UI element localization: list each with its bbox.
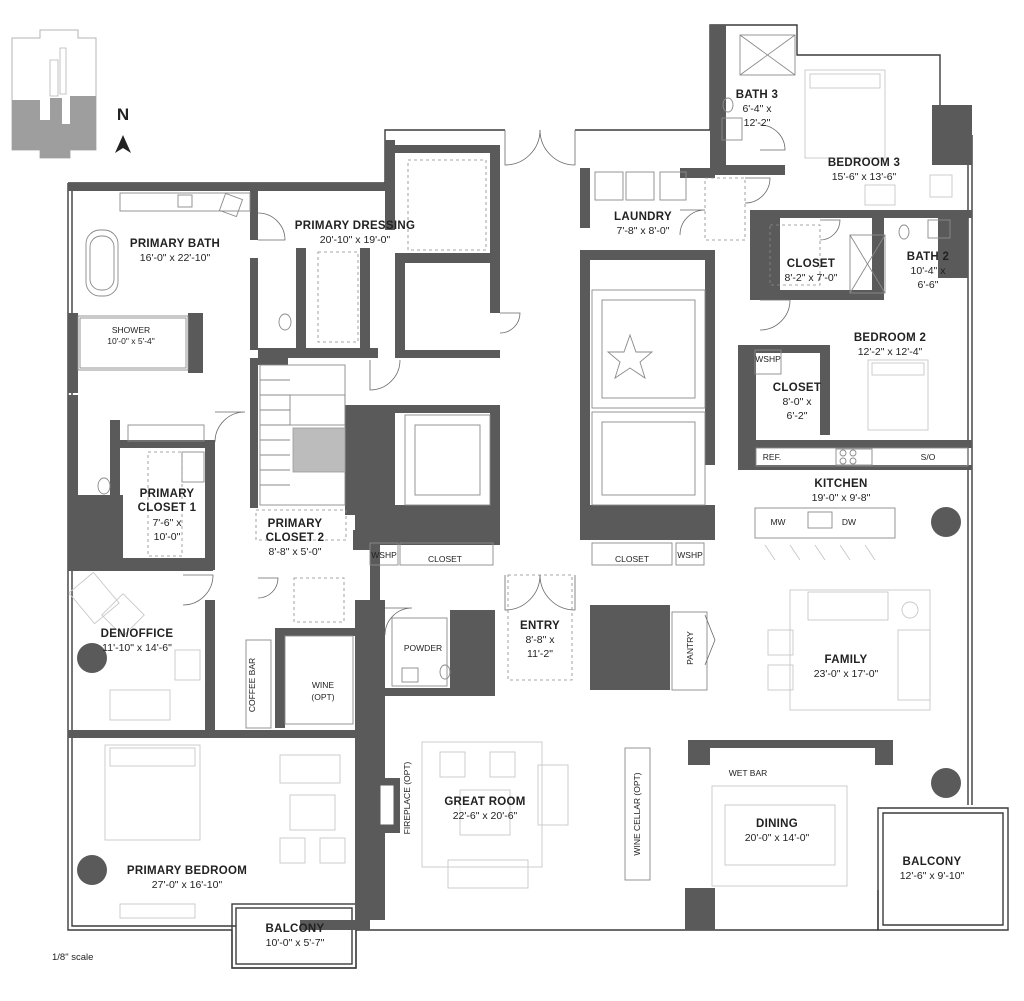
room-name-primary-bath: PRIMARY BATH <box>130 238 220 250</box>
room-name-bedroom3: BEDROOM 3 <box>828 157 900 169</box>
room-dims-balcony-small: 10'-0" x 5'-7" <box>266 937 325 949</box>
room-dims1-bath2: 10'-4" x <box>911 265 947 277</box>
room-dims-family: 23'-0" x 17'-0" <box>814 668 879 680</box>
room-name-entry: ENTRY <box>520 620 560 632</box>
room-name-bedroom2: BEDROOM 2 <box>854 332 926 344</box>
room-dims-shower: 10'-0" x 5'-4" <box>107 336 155 346</box>
room-dims1-entry: 8'-8" x <box>525 634 555 646</box>
furniture <box>68 69 953 919</box>
label-closet-left: CLOSET <box>428 554 462 564</box>
room-name-great-room: GREAT ROOM <box>444 796 525 808</box>
room-dims-kitchen: 19'-0" x 9'-8" <box>812 492 871 504</box>
columns <box>77 507 961 885</box>
label-ref: REF. <box>763 452 781 462</box>
room-dims-primary-bath: 16'-0" x 22'-10" <box>140 252 211 264</box>
room-dims1-closet-mid: 8'-0" x <box>782 396 812 408</box>
room-labels: PRIMARY BATH 16'-0" x 22'-10" PRIMARY DR… <box>101 89 965 949</box>
room-dims2-closet-mid: 6'-2" <box>787 410 808 422</box>
room-name-den-office: DEN/OFFICE <box>101 628 174 640</box>
room-name-closet-mid: CLOSET <box>773 382 821 394</box>
room-dims-primary-dressing: 20'-10" x 19'-0" <box>320 234 391 246</box>
room-dims-bedroom3: 15'-6" x 13'-6" <box>832 171 897 183</box>
label-so: S/O <box>921 452 936 462</box>
balconies <box>231 807 1009 969</box>
doors <box>182 124 841 666</box>
room-dims-laundry: 7'-8" x 8'-0" <box>617 225 670 237</box>
room-dims2-primary-closet1: 10'-0" <box>154 531 181 543</box>
room-dims-great-room: 22'-6" x 20'-6" <box>453 810 518 822</box>
room-dims2-bath3: 12'-2" <box>744 117 771 129</box>
room-name1-primary-closet1: PRIMARY <box>140 488 195 500</box>
room-name-bath2: BATH 2 <box>907 251 949 263</box>
room-dims-closet-top: 8'-2" x 7'-0" <box>785 272 838 284</box>
room-dims-den-office: 11'-10" x 14'-6" <box>102 642 172 654</box>
room-name-balcony-small: BALCONY <box>266 923 325 935</box>
label-wine-cellar: WINE CELLAR (OPT) <box>632 772 642 855</box>
label-closet-right: CLOSET <box>615 554 649 564</box>
label-pantry: PANTRY <box>685 631 695 665</box>
room-name2-primary-closet2: CLOSET 2 <box>266 532 325 544</box>
label-wet-bar: WET BAR <box>729 768 768 778</box>
thick-walls <box>68 25 972 930</box>
room-name-kitchen: KITCHEN <box>814 478 867 490</box>
label-wine: WINE <box>312 680 335 690</box>
room-dims1-primary-closet1: 7'-6" x <box>152 517 182 529</box>
room-dims1-bath3: 6'-4" x <box>742 103 772 115</box>
label-dw: DW <box>842 517 856 527</box>
room-name-balcony-large: BALCONY <box>903 856 962 868</box>
room-name-laundry: LAUNDRY <box>614 211 672 223</box>
room-name-bath3: BATH 3 <box>736 89 778 101</box>
label-mw: MW <box>770 517 785 527</box>
room-dims-primary-closet2: 8'-8" x 5'-0" <box>269 546 322 558</box>
label-wshp-right: WSHP <box>677 550 703 560</box>
label-coffee-bar: COFFEE BAR <box>247 658 257 712</box>
room-name-family: FAMILY <box>825 654 868 666</box>
label-powder: POWDER <box>404 643 442 653</box>
room-dims2-bath2: 6'-6" <box>918 279 939 291</box>
north-arrow-icon <box>115 135 131 153</box>
room-dims-primary-bedroom: 27'-0" x 16'-10" <box>152 879 223 891</box>
room-name1-primary-closet2: PRIMARY <box>268 518 323 530</box>
room-dims-bedroom2: 12'-2" x 12'-4" <box>858 346 923 358</box>
label-wshp-bed2: WSHP <box>755 354 781 364</box>
fixture-labels: WSHP WSHP WSHP CLOSET CLOSET POWDER WINE… <box>247 354 936 856</box>
room-name-primary-bedroom: PRIMARY BEDROOM <box>127 865 247 877</box>
room-name-closet-top: CLOSET <box>787 258 835 270</box>
fixtures <box>77 34 969 881</box>
room-name-shower: SHOWER <box>112 325 150 335</box>
room-dims-dining: 20'-0" x 14'-0" <box>745 832 810 844</box>
key-plan <box>11 29 97 159</box>
label-fireplace: FIREPLACE (OPT) <box>402 761 412 834</box>
north-label: N <box>117 105 129 124</box>
room-name-dining: DINING <box>756 818 798 830</box>
scale-note: 1/8" scale <box>52 952 93 963</box>
label-wshp-left: WSHP <box>371 550 397 560</box>
north-arrow: N <box>115 105 131 153</box>
room-dims-balcony-large: 12'-6" x 9'-10" <box>900 870 965 882</box>
room-name2-primary-closet1: CLOSET 1 <box>138 502 197 514</box>
label-wine-opt: (OPT) <box>311 692 334 702</box>
room-dims2-entry: 11'-2" <box>527 648 553 660</box>
room-name-primary-dressing: PRIMARY DRESSING <box>295 220 415 232</box>
